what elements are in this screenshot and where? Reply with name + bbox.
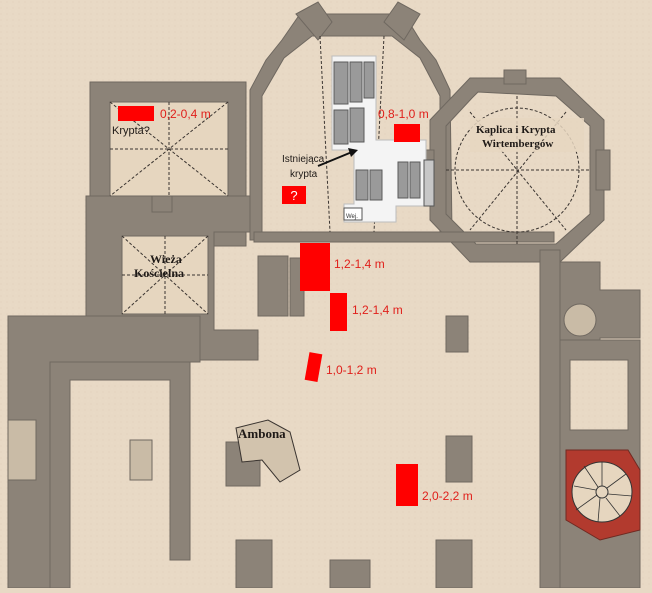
existing-crypt-label-line2: krypta — [290, 169, 318, 180]
pulpit-shape — [235, 419, 301, 483]
depth-label-2: 0,8-1,0 m — [378, 107, 429, 121]
unknown-crypt-marker — [282, 186, 306, 204]
chapel-vault-ring — [454, 107, 580, 233]
depth-label-6: 2,0-2,2 m — [422, 489, 473, 503]
depth-marker-4 — [330, 293, 347, 331]
depth-label-5: 1,0-1,2 m — [326, 363, 377, 377]
crypt-question-label: Krypta? — [112, 125, 150, 137]
depth-label-4: 1,2-1,4 m — [352, 303, 403, 317]
chapel-label-line1: Kaplica i Krypta — [476, 124, 556, 136]
depth-label-1: 0,2-0,4 m — [160, 107, 211, 121]
depth-label-3: 1,2-1,4 m — [334, 257, 385, 271]
existing-crypt-label-line1: Istniejąca — [282, 154, 325, 165]
tower-label-line1: Wieża — [150, 252, 182, 266]
pulpit-label: Ambona — [238, 426, 286, 441]
question-mark-label: ? — [290, 188, 297, 203]
depth-marker-5 — [304, 352, 323, 383]
existing-crypt — [331, 55, 435, 223]
depth-marker-3 — [300, 243, 330, 291]
depth-marker-6 — [396, 464, 418, 506]
depth-marker-1 — [118, 106, 154, 121]
spiral-stair-icon — [565, 449, 641, 541]
chapel-label-line2: Wirtembergów — [482, 138, 553, 150]
tower-label-line2: Kościelna — [134, 266, 184, 280]
depth-marker-2 — [394, 124, 420, 142]
depth-markers — [118, 106, 420, 506]
chapel-label-backdrop — [470, 118, 584, 152]
arrow-icon — [317, 148, 358, 167]
crypt-entrance-label: Wej. — [346, 214, 358, 220]
